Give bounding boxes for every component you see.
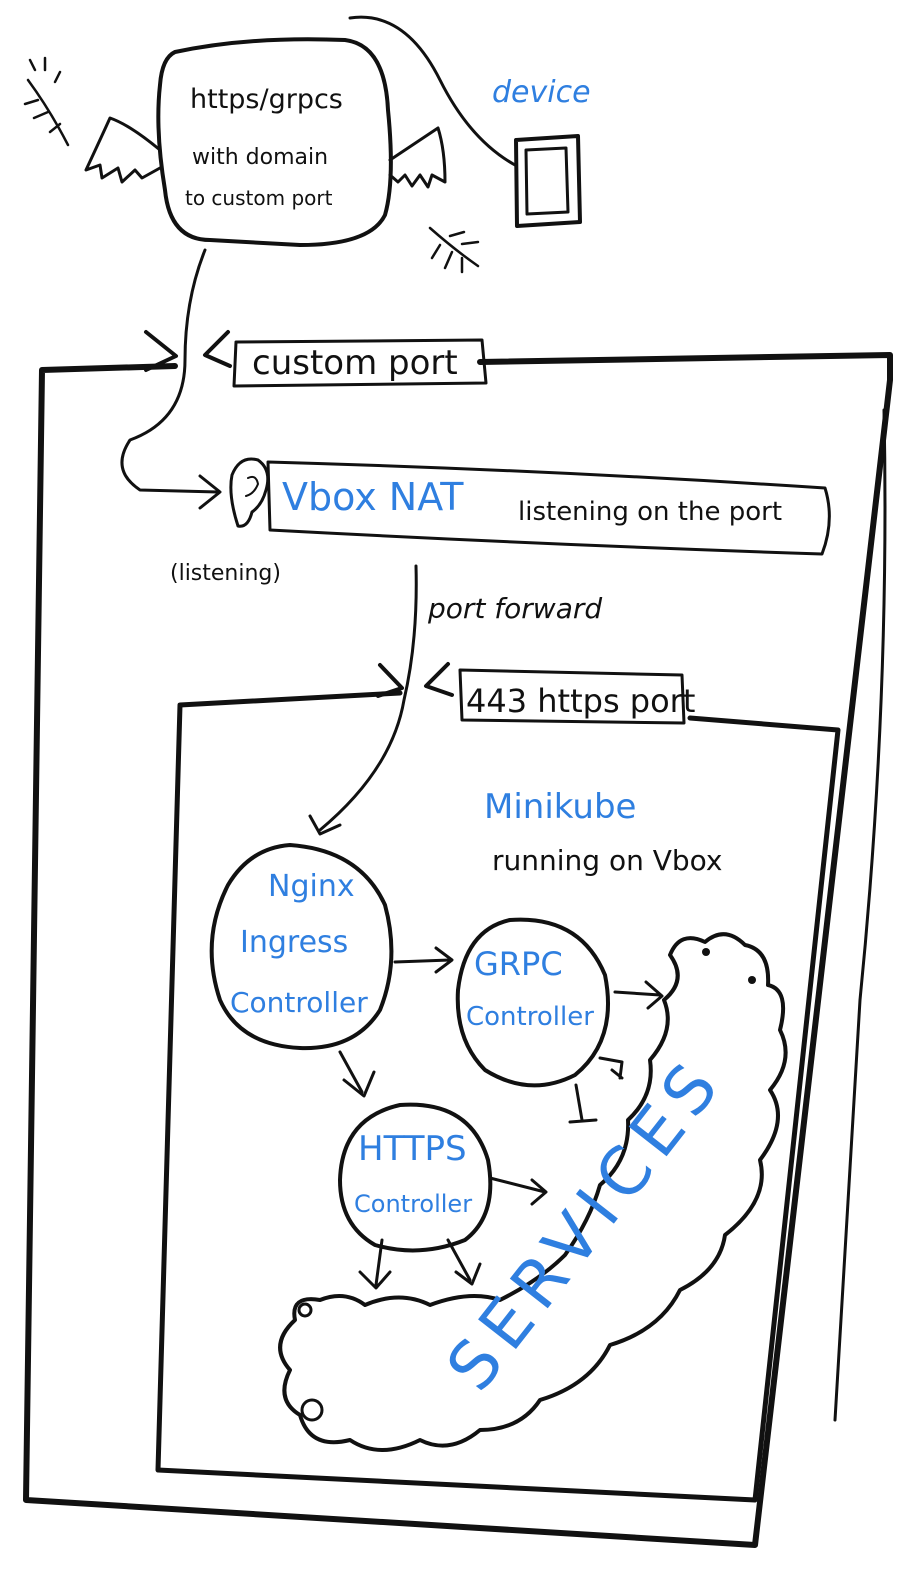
grpc-controller-node: GRPC Controller [455, 917, 610, 1088]
svg-text:Controller: Controller [466, 1002, 594, 1032]
request-path-line [120, 248, 220, 494]
nginx-to-grpc-arrow [393, 946, 454, 974]
request-cloud: https/grpcs with domain to custom port [156, 37, 393, 247]
minikube-frame [155, 690, 841, 1503]
arrow-head [203, 330, 232, 368]
custom-port-label: custom port [232, 338, 488, 388]
https-controller-node: HTTPS Controller [338, 1102, 493, 1253]
ear-caption: (listening) [170, 561, 281, 586]
minikube-subtitle: running on Vbox [492, 844, 723, 877]
feather-icon-2 [428, 226, 480, 274]
svg-text:https/grpcs: https/grpcs [190, 84, 343, 115]
feather-icon [23, 56, 70, 147]
svg-text:custom port: custom port [252, 343, 458, 383]
https-port-label: 443 https port [458, 668, 695, 725]
nginx-to-https-arrow [338, 1050, 376, 1098]
grpc-to-services-arrows [568, 980, 664, 1124]
nat-box: Vbox NAT listening on the port [266, 460, 831, 556]
minikube-title: Minikube [484, 787, 636, 827]
phone-device-icon [514, 134, 582, 228]
vbox-frame [23, 352, 893, 1548]
left-wing-icon [84, 116, 162, 184]
svg-text:443 https port: 443 https port [466, 682, 695, 720]
right-wing-icon [388, 126, 447, 189]
arrow-head [424, 662, 454, 697]
svg-text:Controller: Controller [230, 986, 368, 1019]
svg-text:listening on the port: listening on the port [518, 497, 782, 527]
device-label: device [492, 75, 591, 110]
svg-text:Controller: Controller [354, 1190, 472, 1218]
arrow-head [144, 330, 178, 372]
svg-text:with domain: with domain [192, 145, 328, 170]
svg-text:Ingress: Ingress [240, 925, 348, 960]
nginx-ingress-node: Nginx Ingress Controller [209, 843, 394, 1051]
port-forward-line [318, 564, 418, 832]
https-to-services-arrows [358, 1176, 548, 1290]
arrow-head [376, 663, 404, 698]
svg-text:device: device [492, 75, 591, 110]
svg-text:GRPC: GRPC [474, 945, 563, 983]
arrow-head [308, 814, 342, 836]
ear-icon [229, 457, 270, 528]
svg-text:Nginx: Nginx [268, 869, 355, 904]
svg-text:HTTPS: HTTPS [358, 1129, 467, 1169]
svg-text:Vbox NAT: Vbox NAT [282, 475, 464, 519]
svg-text:to custom port: to custom port [185, 186, 333, 210]
device-connection-line [348, 15, 517, 167]
port-forward-label: port forward [427, 592, 602, 625]
arrow-head [198, 474, 222, 510]
